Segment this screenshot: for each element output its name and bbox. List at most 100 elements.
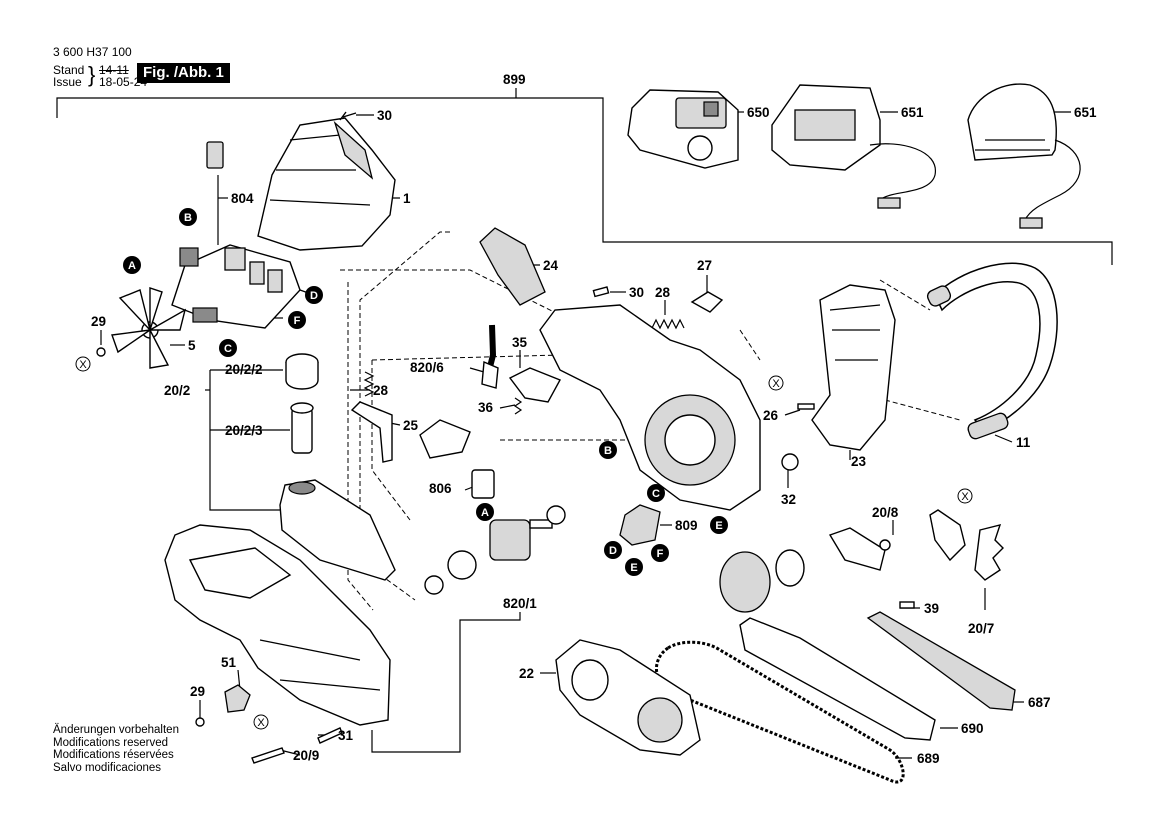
housing-cover-part: [257, 117, 396, 251]
sprocket-part: [719, 527, 891, 613]
label-39: 39: [924, 601, 939, 616]
callout-f-top: F: [294, 315, 301, 327]
rear-handle-part: [811, 284, 896, 451]
label-820-6: 820/6: [410, 360, 444, 375]
label-804: 804: [231, 191, 254, 206]
label-20-2: 20/2: [164, 383, 190, 398]
label-24: 24: [543, 258, 559, 273]
label-650: 650: [747, 105, 770, 120]
label-820-1: 820/1: [503, 596, 537, 611]
assembly-guide-lines: [340, 231, 961, 611]
knob-51-part: [224, 684, 251, 713]
washer-29b-part: [195, 717, 205, 727]
cross-reference-markers: X X X X: [75, 356, 973, 730]
label-36: 36: [478, 400, 494, 415]
callout-e-housing: E: [715, 520, 722, 532]
pin-26-part: [797, 403, 815, 410]
main-housing-part: [539, 304, 761, 511]
label-20-8: 20/8: [872, 505, 899, 520]
assembly-899-bracket: [56, 88, 1113, 265]
oil-hose-part: [481, 324, 499, 389]
label-20-9: 20/9: [293, 748, 319, 763]
note-fr: Modifications réservées: [53, 749, 174, 761]
xref-side-housing: X: [257, 717, 265, 729]
label-23: 23: [851, 454, 867, 469]
label-809: 809: [675, 518, 698, 533]
oil-tank-part: [279, 479, 396, 581]
part-number-labels: 899 30 804 1 650 651 651 24 27 30 28 29 …: [91, 72, 1097, 766]
label-29-side: 29: [190, 684, 205, 699]
washer-29-part: [96, 347, 106, 357]
armature-part: [424, 505, 566, 595]
label-51: 51: [221, 655, 237, 670]
callout-b-top: B: [184, 212, 192, 224]
tank-strainer-part: [290, 402, 314, 454]
electronics-board-part: [171, 244, 301, 329]
label-27: 27: [697, 258, 712, 273]
callout-a-armature: A: [481, 507, 489, 519]
round-charger-part: [967, 83, 1081, 229]
screw-30-part: [339, 111, 357, 121]
label-26: 26: [763, 408, 779, 423]
xref-spike: X: [961, 491, 969, 503]
chain-cover-part: [555, 639, 701, 756]
label-899: 899: [503, 72, 526, 87]
label-20-2-3: 20/2/3: [225, 423, 263, 438]
label-1: 1: [403, 191, 411, 206]
label-806: 806: [429, 481, 452, 496]
label-30-housing: 30: [629, 285, 644, 300]
saw-chain-part: [654, 640, 905, 784]
callout-b-housing: B: [604, 445, 612, 457]
fan-part: [111, 287, 187, 369]
charger-box-part: [771, 84, 936, 209]
bumper-spike-part: [899, 509, 1004, 609]
oil-cap-part: [479, 227, 546, 306]
screw-31-part: [317, 727, 343, 744]
callout-c-housing: C: [652, 488, 660, 500]
battery-pack-part: [627, 89, 739, 169]
stand-label: Stand: [53, 63, 85, 77]
stand-value: 14-11: [99, 63, 129, 77]
note-es: Salvo modificaciones: [53, 761, 162, 774]
leader-lines: [100, 111, 1071, 759]
switch-module-806-part: [419, 419, 495, 499]
label-651-box: 651: [901, 105, 924, 120]
figure-label: Fig. /Abb. 1: [137, 63, 230, 83]
label-11: 11: [1016, 435, 1031, 450]
label-31: 31: [338, 728, 354, 743]
brace: }: [88, 62, 96, 87]
callout-circles: B A D F C B C E A D E F: [123, 208, 728, 576]
label-28-top: 28: [655, 285, 671, 300]
label-32: 32: [781, 492, 796, 507]
side-housing-part: [164, 524, 391, 726]
modification-notes: Änderungen vorbehalten Modifications res…: [53, 724, 179, 774]
assembly-820-1-bracket: [371, 612, 521, 753]
callout-c-top: C: [224, 343, 232, 355]
switch-809-part: [619, 504, 661, 546]
front-handle-part: [926, 262, 1058, 440]
bar-cover-part: [866, 611, 1016, 711]
callout-a-top: A: [128, 260, 136, 272]
xref-fan: X: [79, 359, 87, 371]
label-651-round: 651: [1074, 105, 1097, 120]
tank-cap-part: [285, 353, 319, 390]
label-689: 689: [917, 751, 940, 766]
label-25: 25: [403, 418, 419, 433]
issue-value: 18-05-24: [99, 75, 148, 89]
label-22: 22: [519, 666, 534, 681]
label-35: 35: [512, 335, 528, 350]
assembly-20-2-bracket: [205, 369, 290, 511]
label-687: 687: [1028, 695, 1051, 710]
spring-36-part: [513, 397, 523, 415]
callout-d-switch: D: [609, 545, 617, 557]
note-de: Änderungen vorbehalten: [53, 724, 179, 736]
ring-32-part: [781, 453, 799, 471]
note-en: Modifications reserved: [53, 736, 169, 749]
callout-e-switch: E: [630, 562, 637, 574]
bracket-25-part: [350, 401, 393, 463]
spring-28-part: [651, 318, 685, 330]
lever-35-part: [508, 367, 561, 403]
callout-f-switch: F: [657, 548, 664, 560]
